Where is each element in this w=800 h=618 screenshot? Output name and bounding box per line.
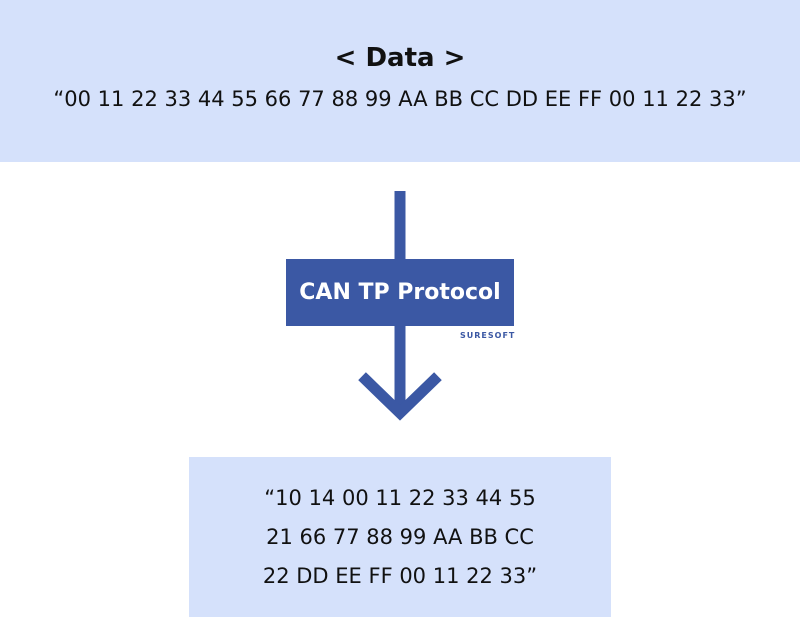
output-frame-line-2: 21 66 77 88 99 AA BB CC <box>266 525 534 549</box>
can-tp-protocol-label: CAN TP Protocol <box>299 280 501 305</box>
input-data-title: < Data > <box>334 43 466 73</box>
arrow-head <box>358 372 442 421</box>
can-tp-protocol-box: CAN TP Protocol <box>286 259 514 326</box>
output-frames: “10 14 00 11 22 33 44 55 21 66 77 88 99 … <box>189 479 611 596</box>
suresoft-watermark: SURESOFT <box>460 331 516 340</box>
output-frame-line-1: “10 14 00 11 22 33 44 55 <box>264 486 536 510</box>
output-frame-line-3: 22 DD EE FF 00 11 22 33” <box>262 564 538 588</box>
input-data-panel: < Data > “00 11 22 33 44 55 66 77 88 99 … <box>0 0 800 162</box>
input-data-bytes: “00 11 22 33 44 55 66 77 88 99 AA BB CC … <box>53 87 747 111</box>
output-frames-panel: “10 14 00 11 22 33 44 55 21 66 77 88 99 … <box>189 457 611 617</box>
